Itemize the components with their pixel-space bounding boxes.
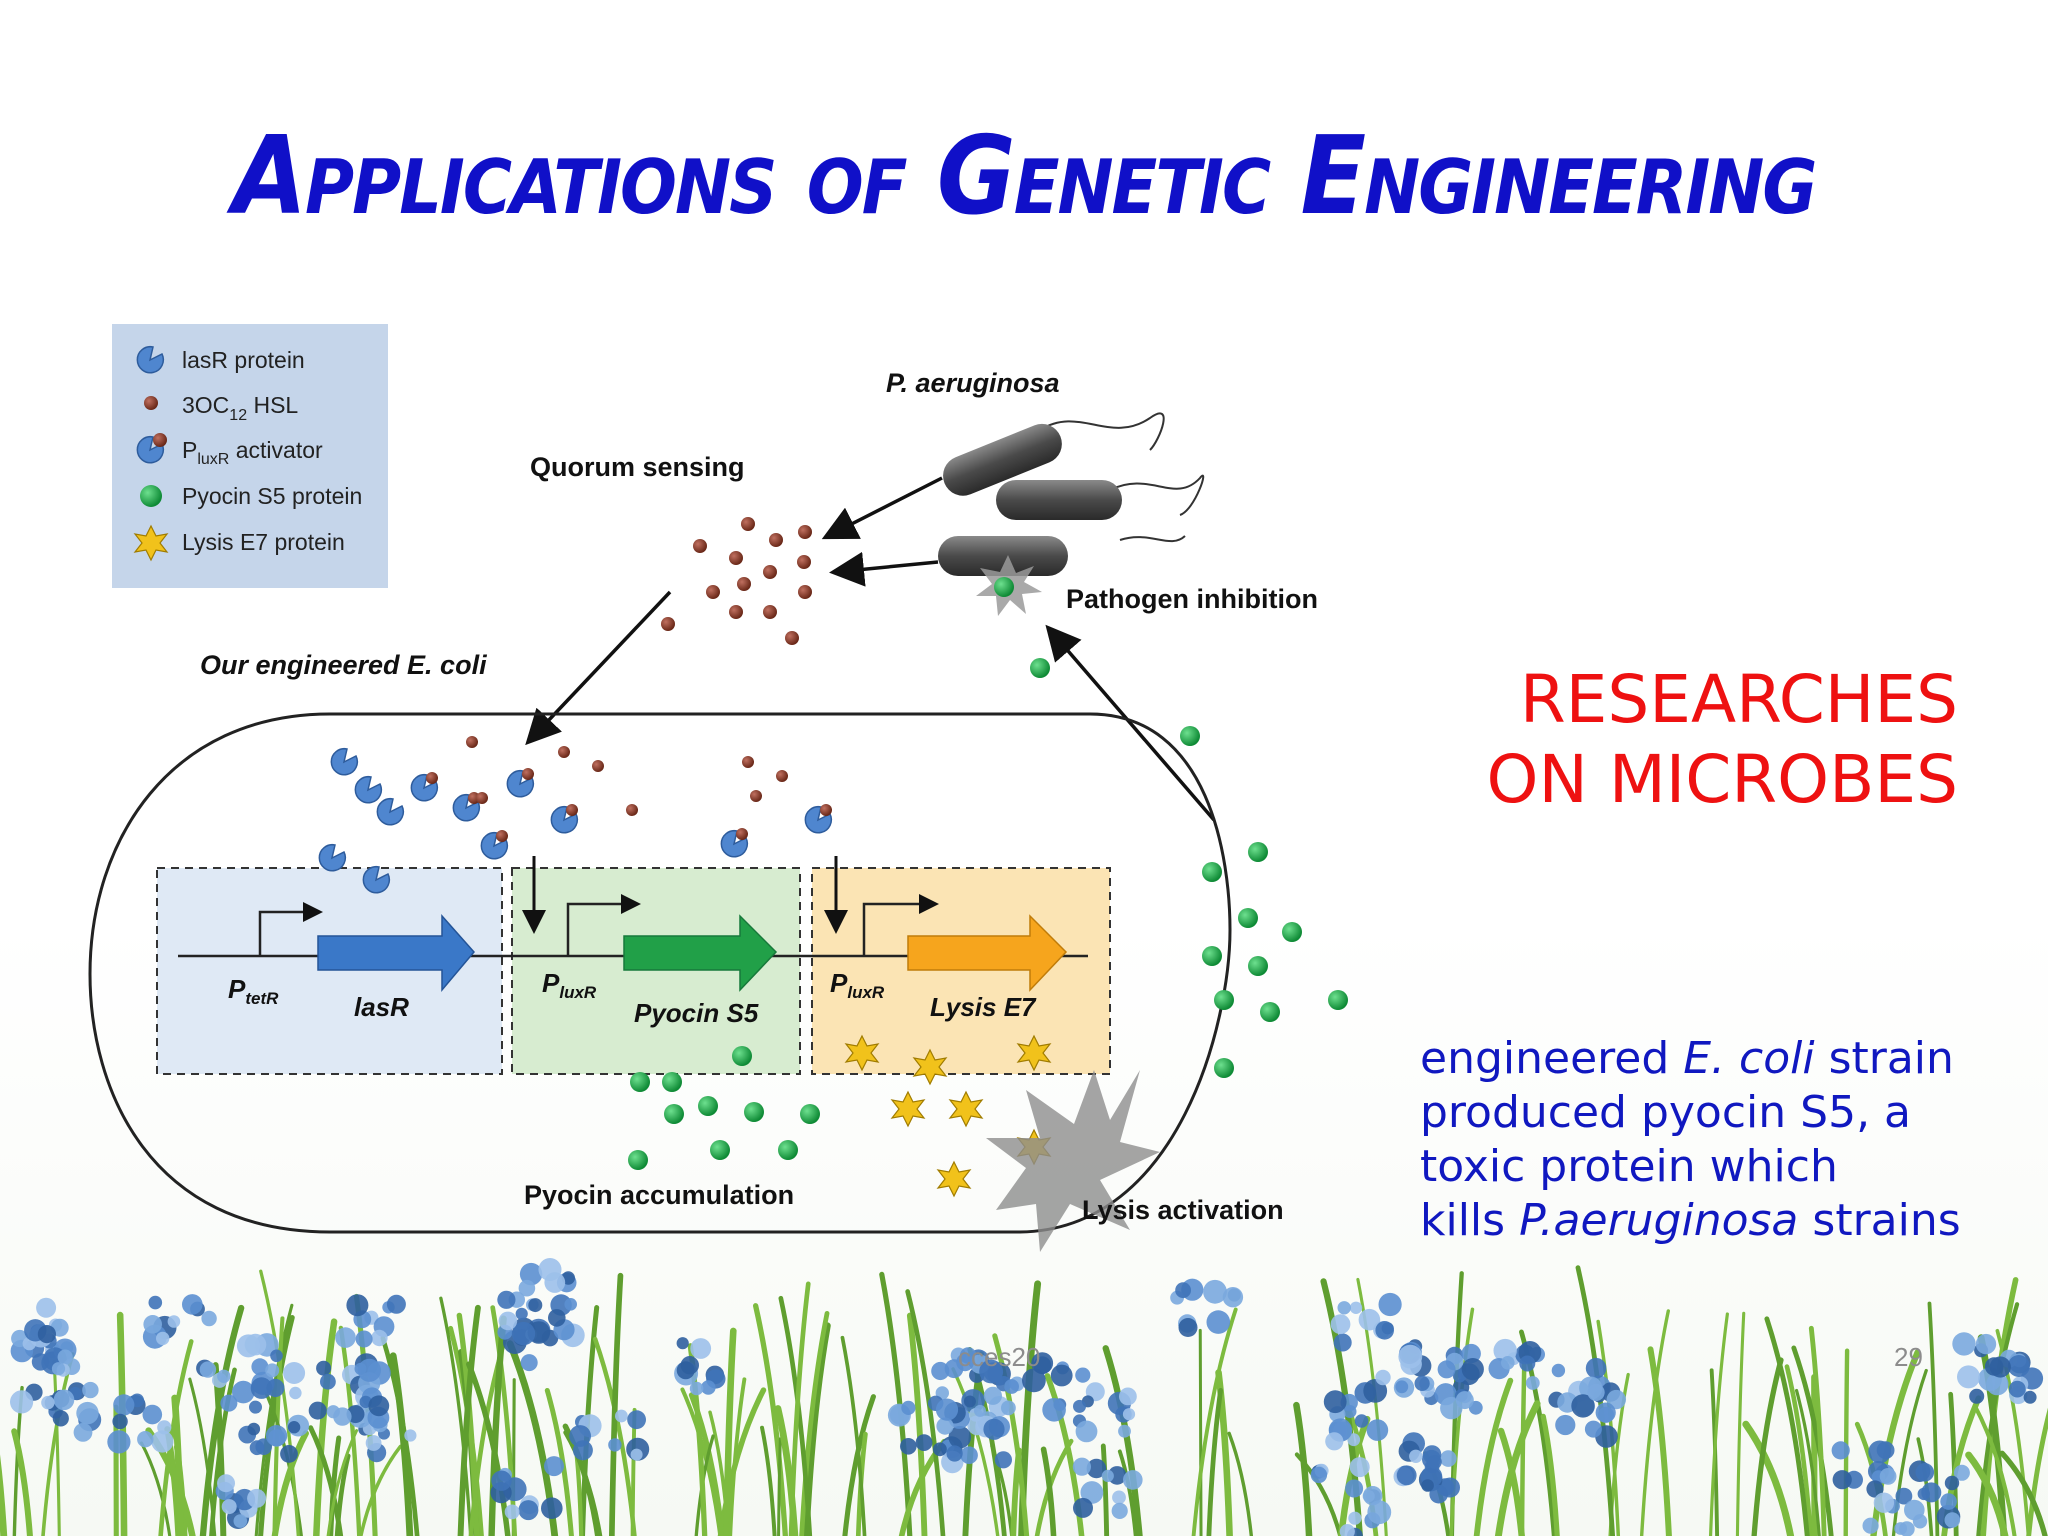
slide-number: 29 [1894,1342,1923,1372]
footer-source: cces20 [958,1342,1041,1372]
label-quorum-sensing: Quorum sensing [530,452,745,482]
label-gene-pyocin: Pyocin S5 [634,998,759,1028]
label-gene-lysis: Lysis E7 [930,992,1037,1022]
flower-meadow-decoration [0,1258,2048,1536]
lysis-module-box [811,867,1111,1075]
legend-lysis: Lysis E7 protein [182,529,345,555]
lysis-burst-icon [986,1070,1160,1252]
label-promoter-luxr-1: PluxR [542,968,597,1002]
lysis-icon [133,524,169,562]
desc-line-1: engineered E. coli strain [1420,1032,1980,1086]
pathogen-cells [938,412,1205,616]
hsl-icon [144,396,158,410]
label-promoter-tetr: PtetR [228,974,279,1008]
heading-line-1: RESEARCHES [1519,661,1958,738]
label-lysis-activation: Lysis activation [1082,1195,1284,1225]
description: engineered E. coli strain produced pyoci… [1420,1032,1980,1248]
pyocin-icon [140,485,162,507]
slide-title: Applications of Genetic Engineering [232,113,1818,239]
label-promoter-luxr-2: PluxR [830,968,885,1002]
arrow-pyocin-release [1045,624,1216,822]
quorum-sensing-diagram: lasR protein 3OC12 HSL PluxR activator P… [88,324,1348,1252]
legend-pyocin: Pyocin S5 protein [182,483,362,509]
hsl-in-cell [466,736,788,816]
promoter-luxr-2-icon [862,894,939,956]
hsl-cluster [661,517,812,645]
desc-line-4: kills P.aeruginosa strains [1420,1194,1980,1248]
ecoli-cell-outline [88,712,1232,1234]
desc-text-1: engineered [1420,1033,1684,1084]
section-heading: RESEARCHES ON MICROBES [1398,660,1958,820]
label-gene-lasr: lasR [354,992,409,1022]
label-pathogen-inhibition: Pathogen inhibition [1066,584,1318,614]
desc-ecoli: E. coli [1683,1033,1815,1084]
legend-lasr-protein: lasR protein [182,347,305,373]
pyocin-released [1030,658,1348,1078]
label-engineered-ecoli: Our engineered E. coli [200,650,487,680]
legend-hsl: 3OC12 HSL [182,392,298,424]
arrow-into-ecoli [525,590,672,746]
activator-icon [136,433,167,464]
pyocin-gene-arrow [623,914,778,992]
promoter-luxr-1-icon [566,894,641,956]
desc-line-3: toxic protein which [1420,1141,1838,1192]
pyocin-accumulation [628,1046,820,1170]
promoter-tetr-icon [258,902,323,956]
desc-text-4: strains [1798,1195,1961,1246]
arrow-signal-2 [829,551,939,587]
legend-activator: PluxR activator [182,437,323,468]
label-p-aeruginosa: P. aeruginosa [886,368,1060,398]
label-pyocin-accumulation: Pyocin accumulation [524,1180,794,1210]
desc-line-2: produced pyocin S5, a [1420,1087,1912,1138]
desc-text-3: kills [1420,1195,1520,1246]
arrow-signal-1 [821,476,943,540]
desc-paeruginosa: P.aeruginosa [1519,1195,1799,1246]
legend: lasR protein 3OC12 HSL PluxR activator P… [112,324,388,588]
desc-text-2: strain [1814,1033,1954,1084]
lysis-gene-arrow [907,914,1068,992]
lasr-gene-arrow [317,914,475,993]
activators [410,768,833,860]
heading-line-2: ON MICROBES [1486,741,1958,818]
